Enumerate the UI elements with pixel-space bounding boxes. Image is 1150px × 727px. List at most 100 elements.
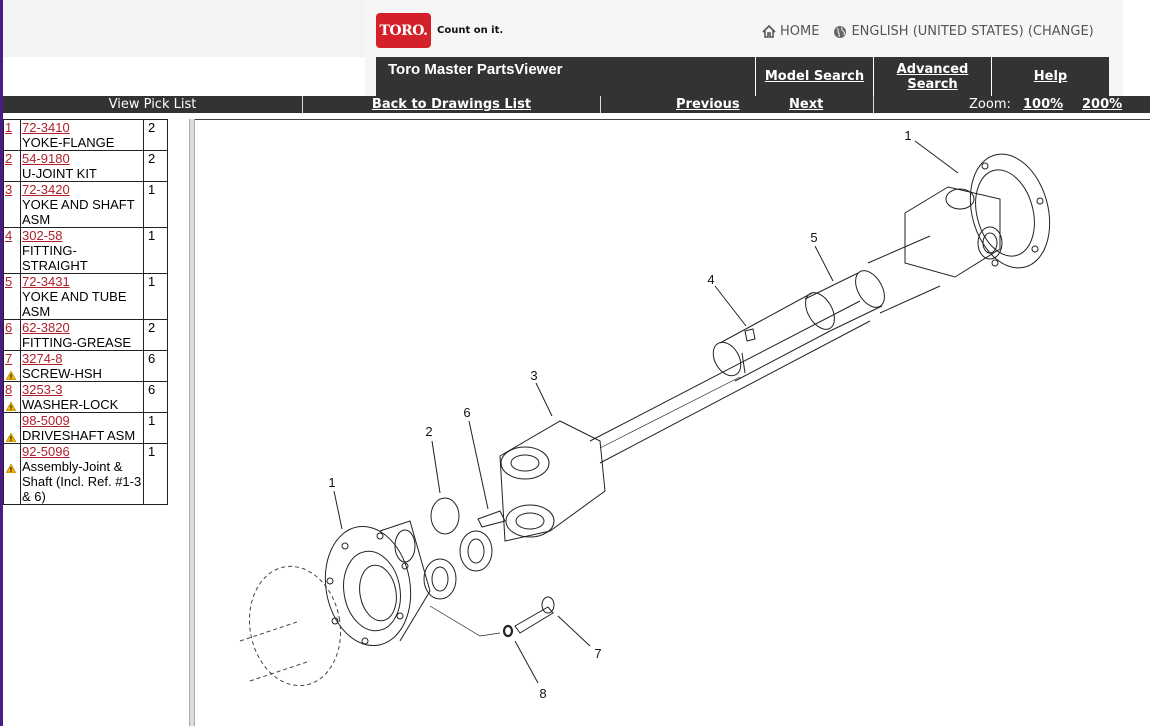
part-number-link[interactable]: 3253-3	[22, 382, 63, 397]
part-ref-link[interactable]: 6	[5, 320, 13, 335]
callout-number[interactable]: 1	[904, 128, 911, 143]
part-ref-cell[interactable]: 6	[3, 319, 21, 351]
part-quantity: 1	[143, 181, 168, 228]
help-link[interactable]: Help	[991, 57, 1109, 96]
top-links: HOME ENGLISH (UNITED STATES) (CHANGE)	[762, 24, 1094, 39]
callout-number[interactable]: 4	[707, 272, 714, 287]
part-description: YOKE-FLANGE	[22, 135, 115, 150]
part-quantity: 1	[143, 412, 168, 444]
zoom-200-link[interactable]: 200%	[1082, 97, 1123, 112]
part-number-link[interactable]: 72-3431	[22, 274, 70, 289]
callout-number[interactable]: 3	[530, 368, 537, 383]
tagline: Count on it.	[437, 25, 504, 36]
language-label: ENGLISH (UNITED STATES) (CHANGE)	[851, 24, 1094, 39]
part-ref-cell[interactable]: 8	[3, 381, 21, 414]
window-border	[0, 0, 3, 726]
home-icon	[762, 25, 776, 38]
part-ref-cell[interactable]: 4	[3, 227, 21, 274]
part-number-link[interactable]: 54-9180	[22, 151, 70, 166]
part-ref-cell[interactable]: 7	[3, 350, 21, 383]
warning-icon[interactable]	[6, 430, 16, 445]
advanced-search-link[interactable]: Advanced Search	[873, 57, 991, 96]
title-bar: Toro Master PartsViewer Model Search Adv…	[376, 57, 1109, 96]
part-number-link[interactable]: 62-3820	[22, 320, 70, 335]
part-ref-link[interactable]: 2	[5, 151, 13, 166]
exploded-view-drawing: 1 5 4 3 6 2 1 7 8	[239, 128, 1051, 701]
pane-splitter[interactable]	[189, 119, 195, 726]
language-link[interactable]: ENGLISH (UNITED STATES) (CHANGE)	[833, 24, 1094, 39]
part-ref-link[interactable]: 4	[5, 228, 13, 243]
part-number-link[interactable]: 72-3410	[22, 120, 70, 135]
back-to-drawings-link[interactable]: Back to Drawings List	[371, 97, 532, 112]
part-quantity: 2	[143, 119, 168, 151]
next-link[interactable]: Next	[789, 97, 824, 112]
part-description: SCREW-HSH	[22, 366, 102, 381]
part-ref-cell[interactable]	[3, 412, 21, 445]
callout-number[interactable]: 8	[539, 686, 546, 701]
part-description: YOKE AND SHAFT ASM	[22, 197, 135, 227]
part-ref-link[interactable]: 5	[5, 274, 13, 289]
view-pick-list-button[interactable]: View Pick List	[108, 97, 197, 112]
part-ref-link[interactable]: 3	[5, 182, 13, 197]
part-description: YOKE AND TUBE ASM	[22, 289, 127, 319]
part-description: WASHER-LOCK	[22, 397, 119, 412]
part-ref-link[interactable]: 7	[5, 351, 13, 366]
home-label: HOME	[780, 24, 820, 39]
part-number-link[interactable]: 98-5009	[22, 413, 70, 428]
callout-number[interactable]: 6	[463, 405, 470, 420]
part-quantity: 1	[143, 227, 168, 274]
warning-icon[interactable]	[6, 368, 16, 383]
callout-number[interactable]: 7	[594, 646, 601, 661]
part-number-link[interactable]: 72-3420	[22, 182, 70, 197]
part-quantity: 1	[143, 443, 168, 505]
part-number-link[interactable]: 92-5096	[22, 444, 70, 459]
callout-number[interactable]: 5	[810, 230, 817, 245]
home-link[interactable]: HOME	[762, 24, 819, 39]
toolbar-divider	[873, 96, 874, 113]
part-ref-cell[interactable]	[3, 443, 21, 505]
model-search-link[interactable]: Model Search	[755, 57, 873, 96]
logo-text: TORO.	[379, 22, 429, 39]
warning-icon[interactable]	[6, 461, 16, 476]
part-number-link[interactable]: 3274-8	[22, 351, 63, 366]
zoom-100-link[interactable]: 100%	[1023, 97, 1064, 112]
part-ref-cell[interactable]: 5	[3, 273, 21, 320]
part-description: FITTING-GREASE	[22, 335, 132, 350]
part-number-link[interactable]: 302-58	[22, 228, 63, 243]
part-description: DRIVESHAFT ASM	[22, 428, 136, 443]
toolbar-divider	[600, 96, 601, 113]
part-ref-cell[interactable]: 3	[3, 181, 21, 228]
part-ref-link[interactable]: 1	[5, 120, 13, 135]
part-ref-cell[interactable]: 1	[3, 119, 21, 151]
part-quantity: 1	[143, 273, 168, 320]
part-ref-cell[interactable]: 2	[3, 150, 21, 182]
part-quantity: 2	[143, 319, 168, 351]
part-ref-link[interactable]: 8	[5, 382, 13, 397]
warning-icon[interactable]	[6, 399, 16, 414]
toro-logo[interactable]: TORO.	[376, 13, 431, 48]
previous-link[interactable]: Previous	[676, 97, 740, 112]
callout-number[interactable]: 2	[425, 424, 432, 439]
callout-number[interactable]: 1	[328, 475, 335, 490]
globe-icon	[834, 25, 847, 38]
